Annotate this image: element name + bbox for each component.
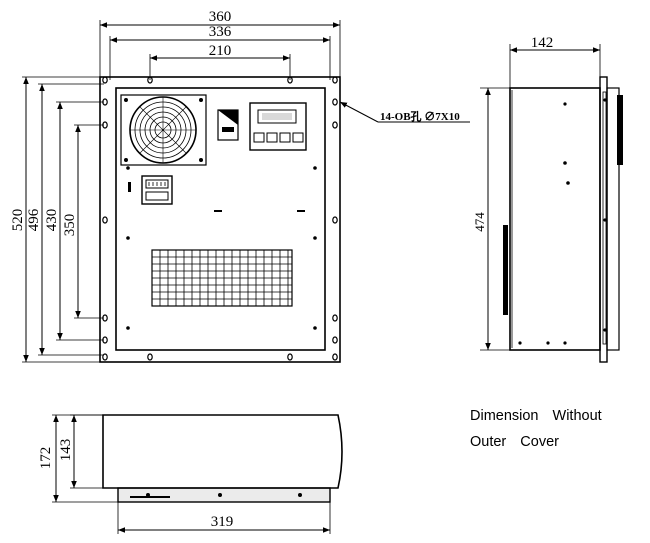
dimension-top-hole-spacing: 210 (149, 43, 291, 80)
dimension-inner-height: 430 (44, 101, 104, 341)
dim-label-496: 496 (26, 208, 42, 231)
dimension-overall-height: 520 (10, 76, 100, 363)
mounting-hole (332, 216, 338, 224)
mounting-hole (147, 353, 153, 361)
dim-label-142: 142 (531, 35, 554, 51)
dim-label-336: 336 (209, 24, 232, 40)
front-body-outline (115, 87, 326, 351)
dim-label-319: 319 (211, 514, 234, 530)
mounting-hole (102, 353, 108, 361)
dimension-bottom-width: 319 (117, 502, 331, 534)
dim-label-143: 143 (58, 439, 74, 462)
caption-line-2: Outer Cover (470, 434, 559, 450)
dimension-side-depth: 142 (509, 35, 601, 88)
dimension-flange-width: 336 (109, 24, 331, 80)
dim-label-520: 520 (10, 209, 26, 232)
bottom-flange (117, 487, 331, 503)
mounting-hole (332, 76, 338, 84)
bottom-view: 172 143 319 (38, 414, 343, 534)
dimension-bottom-total-depth: 172 (38, 414, 118, 503)
terminal-block-icon (141, 175, 173, 205)
power-switch-icon (217, 109, 239, 141)
controller-panel-icon (249, 102, 307, 151)
dimension-side-height: 474 (472, 87, 510, 351)
fan-icon (120, 94, 207, 166)
mounting-hole (332, 353, 338, 361)
mounting-hole (102, 76, 108, 84)
mounting-hole (332, 314, 338, 322)
dimension-overall-width: 360 (99, 9, 341, 77)
dim-label-172: 172 (38, 447, 54, 470)
front-view: 360 336 210 520 496 430 (10, 9, 470, 363)
dimension-bottom-body-depth: 143 (58, 414, 103, 489)
side-view: 142 474 (472, 35, 623, 363)
mounting-holes (102, 76, 338, 361)
hole-callout-text: 14-OB孔 ∅7X10 (380, 110, 460, 123)
mounting-hole (287, 353, 293, 361)
caption-line-1: Dimension Without (470, 408, 602, 424)
dim-label-360: 360 (209, 9, 232, 25)
mounting-hole (332, 121, 338, 129)
dim-label-210: 210 (209, 43, 232, 59)
mounting-hole (102, 216, 108, 224)
dimension-flange-height: 496 (26, 83, 104, 356)
dim-label-350: 350 (62, 214, 78, 237)
dim-label-430: 430 (44, 209, 60, 232)
mounting-hole (332, 336, 338, 344)
vent-grille (151, 249, 293, 307)
bottom-body-outline (102, 414, 343, 489)
front-flange-outline (99, 76, 341, 363)
hole-callout: 14-OB孔 ∅7X10 (339, 101, 470, 123)
side-body-outline (509, 87, 601, 351)
inner-screws (126, 166, 317, 330)
dim-label-474: 474 (472, 212, 487, 232)
side-screws (518, 98, 607, 345)
dimension-side-hole-spacing: 350 (62, 124, 104, 319)
mounting-hole (332, 98, 338, 106)
